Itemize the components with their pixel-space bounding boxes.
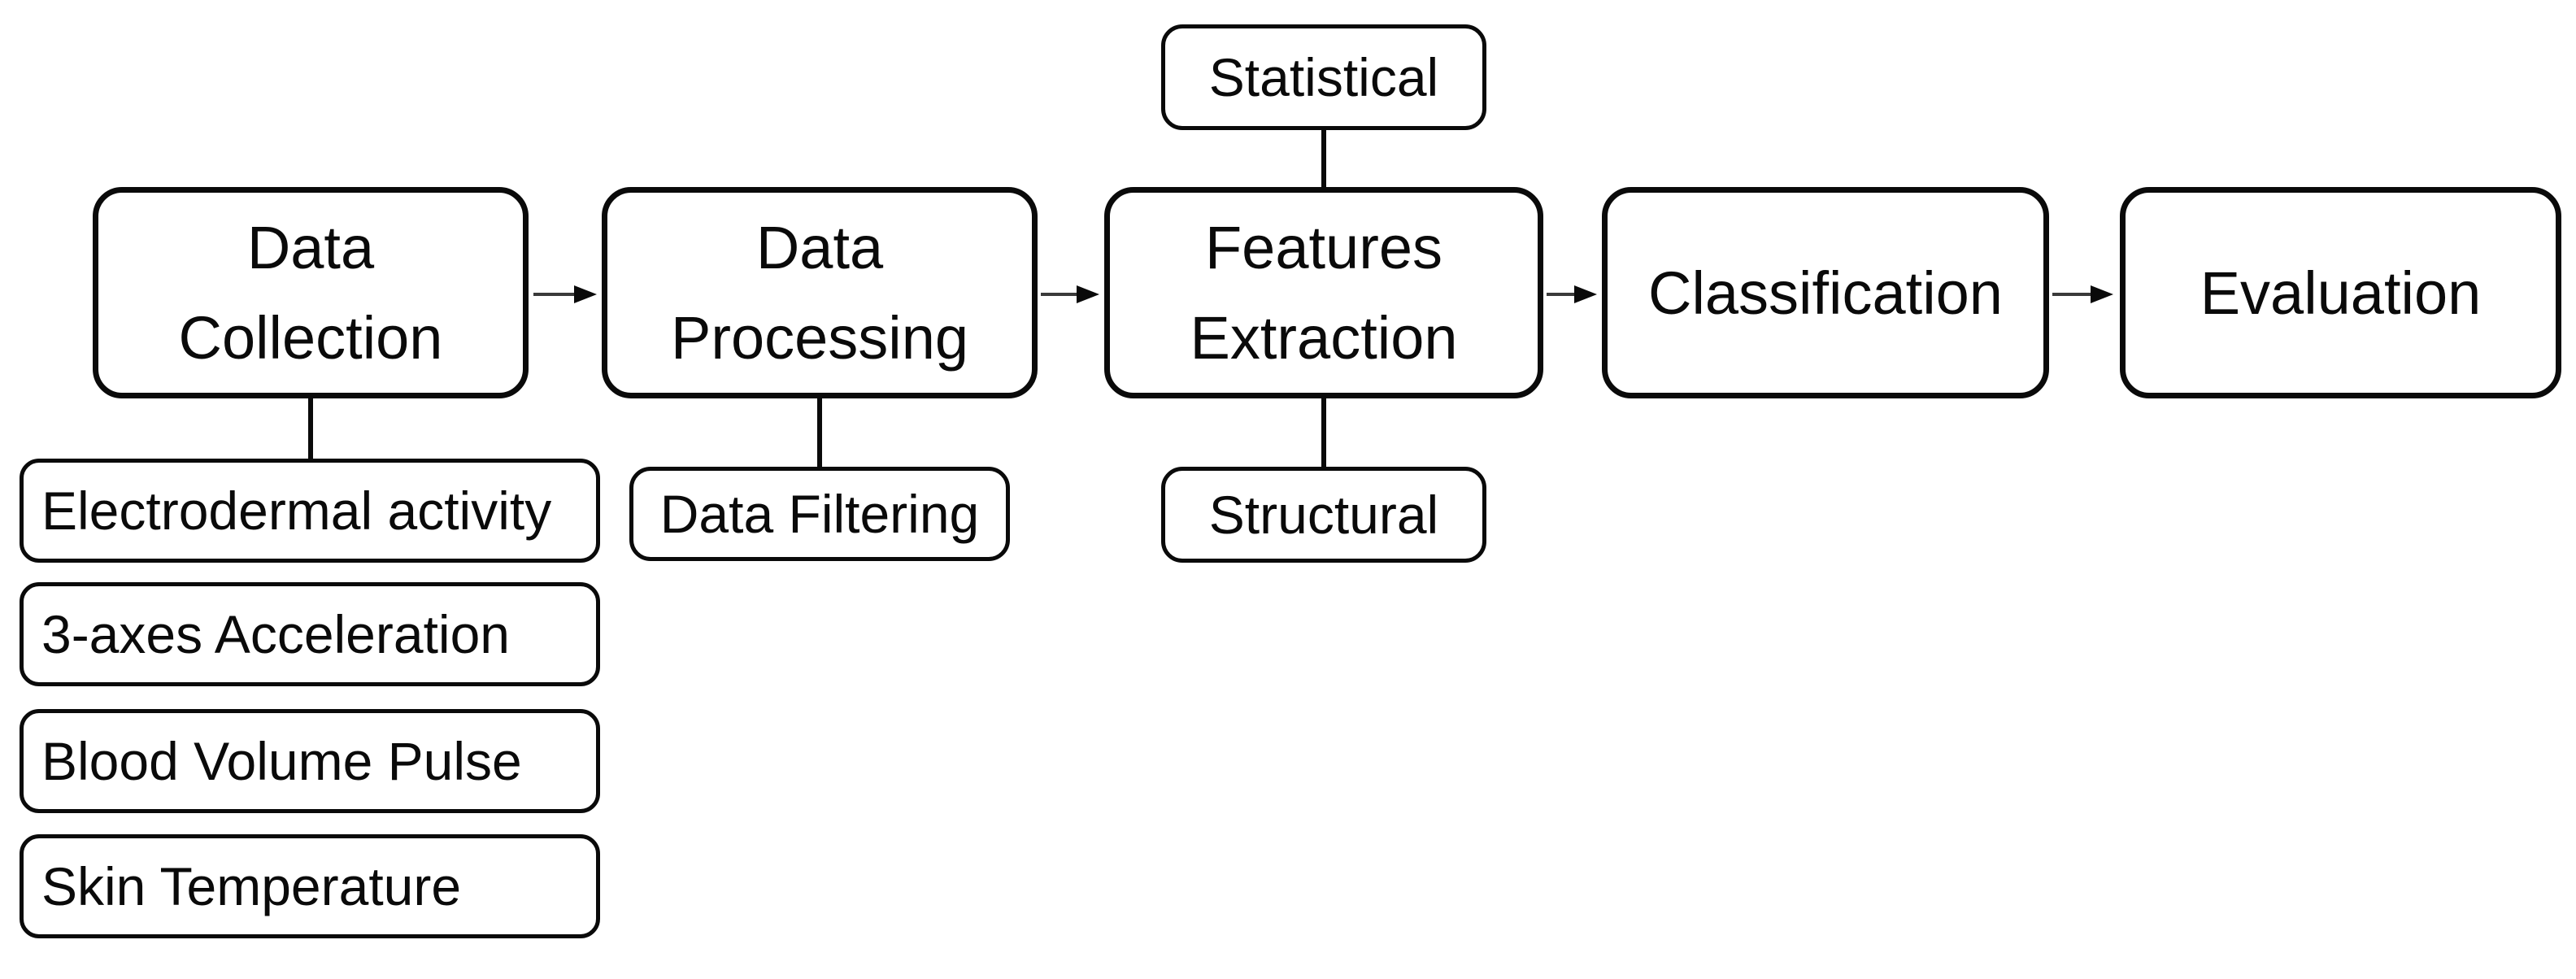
node-label: Electrodermal activity: [41, 481, 552, 541]
node-skin-temperature: Skin Temperature: [20, 834, 600, 938]
node-data-filtering: Data Filtering: [629, 467, 1010, 561]
node-label: Data Filtering: [659, 484, 980, 544]
node-label: Data Processing: [670, 214, 969, 372]
node-classification: Classification: [1602, 187, 2049, 398]
node-label: 3-axes Acceleration: [41, 604, 510, 664]
node-data-processing: Data Processing: [602, 187, 1038, 398]
node-label: Evaluation: [2200, 259, 2482, 327]
node-label: Classification: [1648, 259, 2003, 327]
node-electrodermal-activity: Electrodermal activity: [20, 459, 600, 563]
node-features-extraction: Features Extraction: [1104, 187, 1543, 398]
node-data-collection: Data Collection: [93, 187, 529, 398]
node-label: Data Collection: [178, 214, 443, 372]
node-3-axes-acceleration: 3-axes Acceleration: [20, 582, 600, 686]
node-label: Skin Temperature: [41, 856, 462, 916]
node-evaluation: Evaluation: [2120, 187, 2561, 398]
node-label: Blood Volume Pulse: [41, 731, 522, 791]
node-label: Statistical: [1208, 47, 1439, 107]
node-statistical: Statistical: [1161, 24, 1486, 130]
node-label: Features Extraction: [1190, 214, 1458, 372]
node-blood-volume-pulse: Blood Volume Pulse: [20, 709, 600, 813]
node-structural: Structural: [1161, 467, 1486, 563]
node-label: Structural: [1208, 485, 1439, 545]
